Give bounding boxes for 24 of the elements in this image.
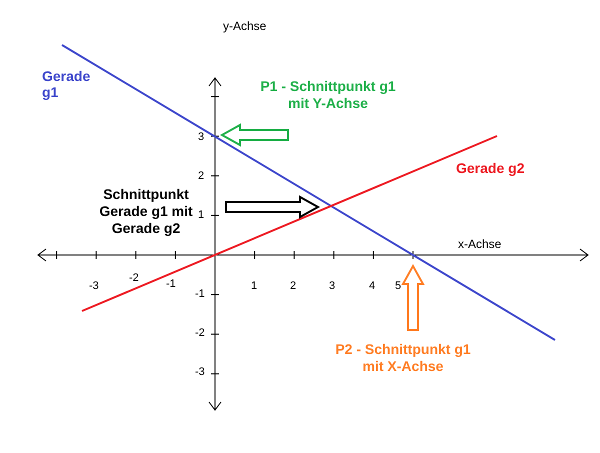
tick-label: -1 — [166, 277, 176, 292]
line-label: Gerade g1 — [42, 68, 92, 100]
tick-label: 4 — [369, 279, 376, 294]
point-annotation: P2 - Schnittpunkt g1 mit X-Achse — [328, 341, 478, 375]
tick-label: 1 — [198, 208, 204, 223]
tick-label: 3 — [198, 130, 204, 145]
tick-label: -2 — [129, 271, 139, 286]
block-arrow — [401, 264, 425, 331]
tick-label: 2 — [198, 169, 204, 184]
point-annotation: P1 - Schnittpunkt g1 mit Y-Achse — [258, 78, 398, 112]
tick-label: -1 — [195, 287, 205, 302]
axis-title: x-Achse — [458, 236, 502, 252]
block-arrow — [220, 123, 289, 147]
tick-label: -2 — [195, 326, 205, 341]
tick-label: 1 — [251, 279, 258, 294]
line-label: Gerade g2 — [456, 160, 524, 176]
tick-label: 5 — [395, 279, 402, 294]
tick-label: 3 — [329, 279, 336, 294]
tick-label: 2 — [290, 279, 296, 294]
point-annotation: Schnittpunkt Gerade g1 mit Gerade g2 — [96, 186, 196, 237]
block-arrow — [225, 195, 320, 219]
tick-label: -3 — [195, 365, 205, 380]
axis-title: y-Achse — [223, 18, 266, 34]
tick-label: -3 — [89, 279, 99, 294]
